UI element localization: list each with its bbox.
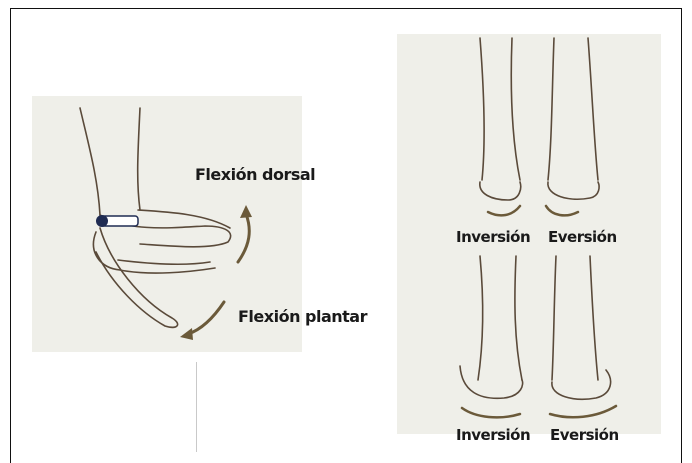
- eversion-arc-top: [546, 206, 578, 215]
- label-eversion-top: Eversión: [548, 228, 617, 246]
- legs-top-row: [480, 38, 599, 200]
- foot-plantarflexed: [96, 228, 178, 327]
- label-inversion-bottom: Inversión: [456, 426, 530, 444]
- inversion-arc-top: [488, 206, 520, 215]
- ankle-band: [96, 215, 138, 227]
- plantar-arrow: [180, 302, 224, 340]
- shin-outline: [80, 108, 100, 215]
- label-flexion-dorsal: Flexión dorsal: [195, 165, 315, 184]
- legs-bottom-row: [460, 256, 611, 399]
- eversion-arc-bottom: [550, 406, 616, 417]
- label-flexion-plantar: Flexión plantar: [238, 307, 367, 326]
- dorsal-arrow: [238, 205, 252, 262]
- inversion-arc-bottom: [462, 408, 520, 417]
- shin-outline-back: [138, 108, 140, 210]
- label-inversion-top: Inversión: [456, 228, 530, 246]
- heel-outline: [93, 232, 215, 273]
- foot-dorsiflexed: [138, 210, 230, 228]
- label-eversion-bottom: Eversión: [550, 426, 619, 444]
- sole-line: [118, 260, 210, 264]
